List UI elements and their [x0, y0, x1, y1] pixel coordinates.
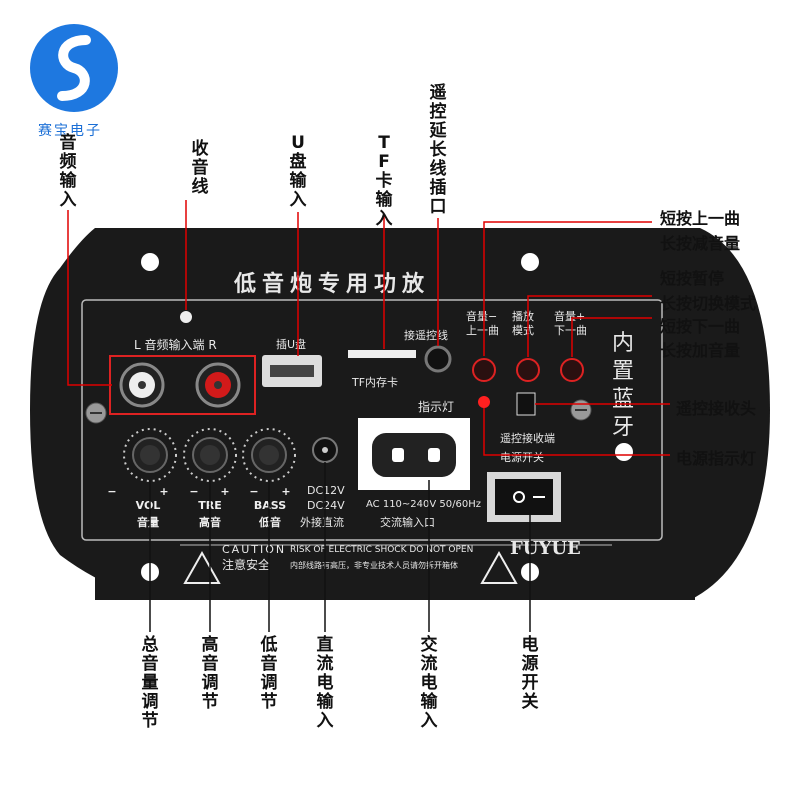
- usb-label: 插U盘: [276, 338, 307, 351]
- callout-master-vol: 总音量调节: [141, 635, 159, 731]
- bass-minus: −: [249, 485, 259, 498]
- mount-hole: [521, 253, 539, 271]
- brand-logo: [28, 22, 120, 114]
- input-label: L 音频输入端 R: [134, 338, 217, 352]
- dc-cn: 外接直流: [300, 516, 344, 529]
- callout-treble: 高音调节: [201, 635, 219, 712]
- dc-v1: DC12V: [307, 484, 345, 497]
- tre-minus: −: [189, 485, 199, 498]
- maker-name: FUYUE: [510, 538, 581, 559]
- callout-prev-2: 长按减音量: [660, 234, 741, 253]
- callout-remote-ext: 遥控延长线插口: [429, 83, 447, 217]
- callout-next-1: 短按下一曲: [660, 317, 741, 336]
- callout-play-2: 长按切换模式: [660, 294, 757, 313]
- ac-range: AC 110~240V 50/60Hz: [366, 499, 481, 510]
- callout-usb-in: U盘输入: [289, 133, 307, 210]
- bass-knob-cn: 低音: [259, 516, 281, 529]
- play-sub: 模式: [512, 324, 534, 337]
- callout-power-led: 电源指示灯: [676, 449, 757, 468]
- bass-knob-label: BASS: [253, 499, 287, 512]
- caution-cn: 注意安全: [222, 558, 271, 572]
- vol-down-sub: 上一曲: [466, 324, 499, 337]
- vol-minus: −: [107, 485, 117, 498]
- callout-ac-in: 交流电输入: [420, 635, 438, 731]
- callout-prev-1: 短按上一曲: [660, 209, 741, 228]
- callout-audio-in: 音频输入: [59, 133, 77, 210]
- brand-name: 赛宝电子: [38, 123, 102, 139]
- vol-knob: [123, 428, 177, 482]
- callout-remote-recv: 遥控接收头: [676, 399, 757, 418]
- risk-cn: 内部线路有高压，非专业技术人员请勿拆开箱体: [290, 561, 458, 570]
- bass-knob: [242, 428, 296, 482]
- ac-cn: 交流输入口: [380, 516, 435, 529]
- dc-v2: DC24V: [307, 499, 345, 512]
- vol-up-sub: 下一曲: [554, 324, 587, 337]
- callout-bass: 低音调节: [260, 635, 278, 712]
- callout-play-1: 短按暂停: [660, 269, 725, 288]
- callout-next-2: 长按加音量: [660, 341, 741, 360]
- mount-hole: [141, 253, 159, 271]
- power-switch-panel-label: 电源开关: [500, 451, 544, 464]
- bt-label: 内置蓝牙: [612, 331, 635, 440]
- callout-tf-in: TF卡输入: [375, 133, 393, 229]
- tre-plus: +: [220, 485, 230, 498]
- mount-hole: [521, 563, 539, 581]
- vol-plus: +: [159, 485, 169, 498]
- callout-antenna: 收音线: [191, 139, 209, 197]
- tre-knob-label: TRE: [198, 499, 222, 512]
- remote-recv-label: 遥控接收端: [500, 432, 555, 445]
- tre-knob: [183, 428, 237, 482]
- mount-hole: [141, 563, 159, 581]
- tf-label: TF内存卡: [352, 376, 399, 389]
- remote-ext-label: 接遥控线: [404, 329, 448, 342]
- risk-en: RISK OF ELECTRIC SHOCK DO NOT OPEN: [290, 545, 474, 555]
- panel-title: 低音炮专用功放: [234, 272, 431, 297]
- callout-power-switch: 电源开关: [521, 635, 539, 712]
- vol-knob-label: VOL: [135, 499, 161, 512]
- tre-knob-cn: 高音: [199, 516, 221, 529]
- callout-dc-in: 直流电输入: [316, 635, 334, 731]
- caution-en: CAUTION: [222, 543, 287, 556]
- vol-knob-cn: 音量: [137, 516, 159, 529]
- indicator-label: 指示灯: [418, 400, 455, 414]
- bass-plus: +: [281, 485, 291, 498]
